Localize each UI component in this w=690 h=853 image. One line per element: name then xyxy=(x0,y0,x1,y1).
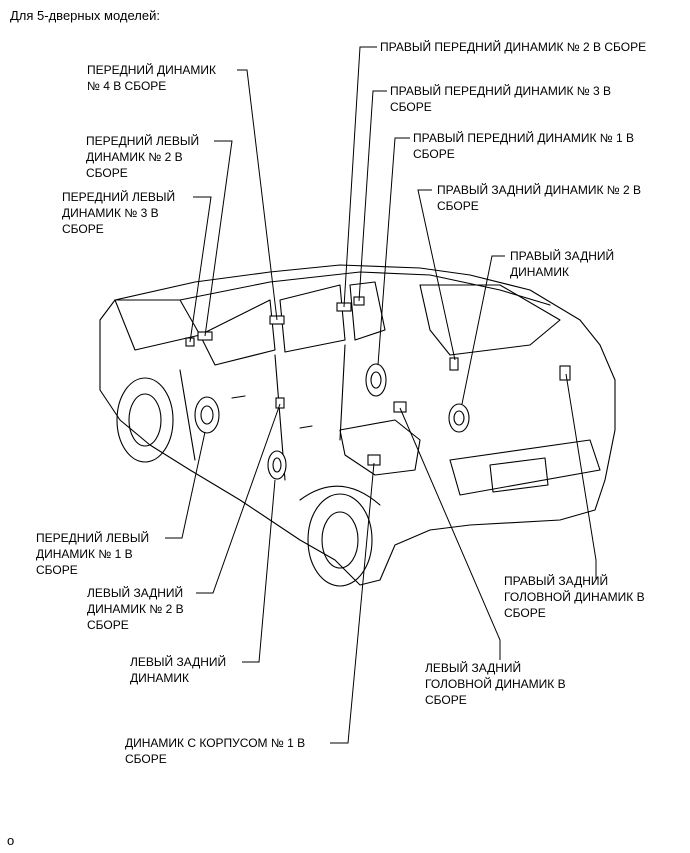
leader-right-front-3 xyxy=(358,90,387,302)
speaker-left-rear-head xyxy=(393,401,407,413)
label-right-rear-speaker-2: ПРАВЫЙ ЗАДНИЙ ДИНАМИК № 2 В СБОРЕ xyxy=(437,183,642,213)
front-wheel xyxy=(116,377,174,463)
label-rear-left-speaker-2: ЛЕВЫЙ ЗАДНИЙ ДИНАМИК № 2 В СБОРЕ xyxy=(87,586,184,632)
rear-bumper xyxy=(449,439,601,496)
label-front-speaker-4: ПЕРЕДНИЙ ДИНАМИК № 4 В СБОРЕ xyxy=(87,63,217,93)
rear-wheel-hub xyxy=(321,511,359,569)
rear-quarter-window xyxy=(349,281,386,341)
leader-right-front-2 xyxy=(343,46,377,308)
label-right-rear-head-speaker: ПРАВЫЙ ЗАДНИЙ ГОЛОВНОЙ ДИНАМИК В СБОРЕ xyxy=(504,574,645,620)
rear-arch xyxy=(299,485,381,506)
car-body-outline xyxy=(99,264,616,586)
rear-wheel xyxy=(307,493,373,587)
label-right-front-speaker-1: ПРАВЫЙ ПЕРЕДНИЙ ДИНАМИК № 1 В СБОРЕ xyxy=(413,131,635,161)
speaker-rear-left-2 xyxy=(275,397,285,409)
door-seam-1 xyxy=(179,369,196,461)
label-left-rear-head-speaker: ЛЕВЫЙ ЗАДНИЙ ГОЛОВНОЙ ДИНАМИК В СБОРЕ xyxy=(425,661,566,707)
label-front-left-speaker-1: ПЕРЕДНИЙ ЛЕВЫЙ ДИНАМИК № 1 В СБОРЕ xyxy=(36,531,150,577)
door-handle-front xyxy=(231,395,246,399)
rear-hatch-window xyxy=(419,284,561,356)
leader-left-rear-head xyxy=(399,407,501,660)
front-wheel-hub xyxy=(128,393,162,447)
license-plate xyxy=(489,457,549,493)
leader-right-rear-2 xyxy=(417,189,456,361)
leader-front-4 xyxy=(237,69,278,321)
leader-front-left-2 xyxy=(204,140,233,337)
speaker-right-rear-head xyxy=(559,365,571,381)
diagram-heading: Для 5-дверных моделей: xyxy=(10,8,160,23)
door-handle-rear xyxy=(299,425,313,429)
label-speaker-box-1: ДИНАМИК С КОРПУСОМ № 1 В СБОРЕ xyxy=(125,736,306,766)
footer-mark: o xyxy=(7,833,15,848)
roof-line xyxy=(179,271,551,306)
leader-rear-left-2 xyxy=(196,403,281,594)
label-front-left-speaker-3: ПЕРЕДНИЙ ЛЕВЫЙ ДИНАМИК № 3 В СБОРЕ xyxy=(62,190,176,236)
leader-right-rear xyxy=(461,255,505,405)
label-right-front-speaker-3: ПРАВЫЙ ПЕРЕДНИЙ ДИНАМИК № 3 В СБОРЕ xyxy=(390,84,612,114)
front-door-window xyxy=(199,299,276,366)
label-rear-left-speaker: ЛЕВЫЙ ЗАДНИЙ ДИНАМИК xyxy=(130,655,227,685)
label-right-rear-speaker: ПРАВЫЙ ЗАДНИЙ ДИНАМИК xyxy=(510,249,615,279)
leader-front-left-1 xyxy=(165,431,206,539)
tail-lamp xyxy=(339,419,421,476)
leader-box-1 xyxy=(330,462,375,744)
leader-front-left-3 xyxy=(189,196,212,343)
door-seam-3 xyxy=(339,344,346,441)
rear-door-window xyxy=(279,284,346,353)
leader-right-rear-head xyxy=(565,373,597,580)
label-front-left-speaker-2: ПЕРЕДНИЙ ЛЕВЫЙ ДИНАМИК № 2 В СБОРЕ xyxy=(86,134,200,180)
label-right-front-speaker-2: ПРАВЫЙ ПЕРЕДНИЙ ДИНАМИК № 2 В СБОРЕ xyxy=(380,40,647,54)
leader-right-front-1 xyxy=(377,137,410,366)
speaker-right-rear-2 xyxy=(449,357,459,371)
leader-rear-left xyxy=(242,479,276,663)
